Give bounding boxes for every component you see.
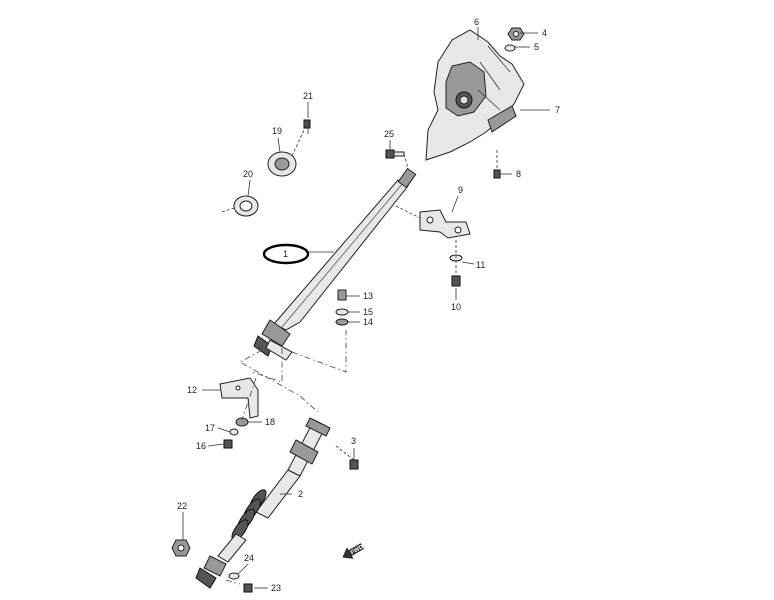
callout-label-16[interactable]: 16 [196,441,206,451]
washer-part-5[interactable] [504,44,516,52]
callout-label-5[interactable]: 5 [534,42,539,52]
callout-label-9[interactable]: 9 [458,185,463,195]
arrow-forward-icon [342,543,364,559]
callout-label-3[interactable]: 3 [351,436,356,446]
callout-label-22[interactable]: 22 [177,501,187,511]
callout-label-10[interactable]: 10 [451,302,461,312]
callout-label-8[interactable]: 8 [516,169,521,179]
callout-label-2[interactable]: 2 [298,489,303,499]
callout-label-11[interactable]: 11 [476,260,485,270]
callout-label-17[interactable]: 17 [205,423,215,433]
callout-label-13[interactable]: 13 [363,291,373,301]
bracket-part-12[interactable] [219,377,259,419]
callout-1-highlight-ring [262,243,310,265]
callout-label-6[interactable]: 6 [474,17,479,27]
callout-label-15[interactable]: 15 [363,307,373,317]
bolt-part-16[interactable] [223,439,233,449]
callout-label-24[interactable]: 24 [244,553,254,563]
callout-label-1[interactable]: 1 [283,249,288,259]
column-cover-upper[interactable] [425,29,525,161]
bolt-part-23[interactable] [243,583,253,593]
washer-part-15[interactable] [335,308,349,316]
callout-label-20[interactable]: 20 [243,169,253,179]
nut-part-14[interactable] [335,318,349,326]
bolt-part-13[interactable] [337,289,347,301]
nut-part-4[interactable] [507,27,525,41]
screw-part-8[interactable] [493,150,501,179]
callout-label-19[interactable]: 19 [272,126,282,136]
callout-labels: 1 2 3 4 5 6 7 8 9 10 11 12 13 14 15 16 1… [177,17,560,593]
callout-label-25[interactable]: 25 [384,129,394,139]
washer-part-17[interactable] [229,428,239,436]
assembly-guide-lines [225,330,347,585]
washer-part-24[interactable] [228,572,240,580]
steering-shaft-part-1[interactable] [253,167,417,361]
nut-part-22[interactable] [171,539,191,557]
callout-label-12[interactable]: 12 [187,385,197,395]
callout-leader-lines [182,27,550,589]
forward-direction-marker: FWD [342,543,365,559]
callout-label-7[interactable]: 7 [555,105,560,115]
ring-part-20[interactable] [221,195,259,217]
switch-housing-part-19[interactable] [267,125,307,177]
callout-label-14[interactable]: 14 [363,317,373,327]
bracket-part-9[interactable] [395,205,471,239]
callout-label-18[interactable]: 18 [265,417,275,427]
lower-shaft-part-2[interactable] [195,417,331,589]
bolt-part-21[interactable] [303,119,311,129]
bolt-part-10[interactable] [451,240,461,287]
callout-label-21[interactable]: 21 [303,91,313,101]
callout-label-23[interactable]: 23 [271,583,281,593]
callout-label-4[interactable]: 4 [542,28,547,38]
forward-label: FWD [350,544,365,556]
bolt-part-3[interactable] [335,445,359,470]
bolt-part-25[interactable] [385,149,409,169]
